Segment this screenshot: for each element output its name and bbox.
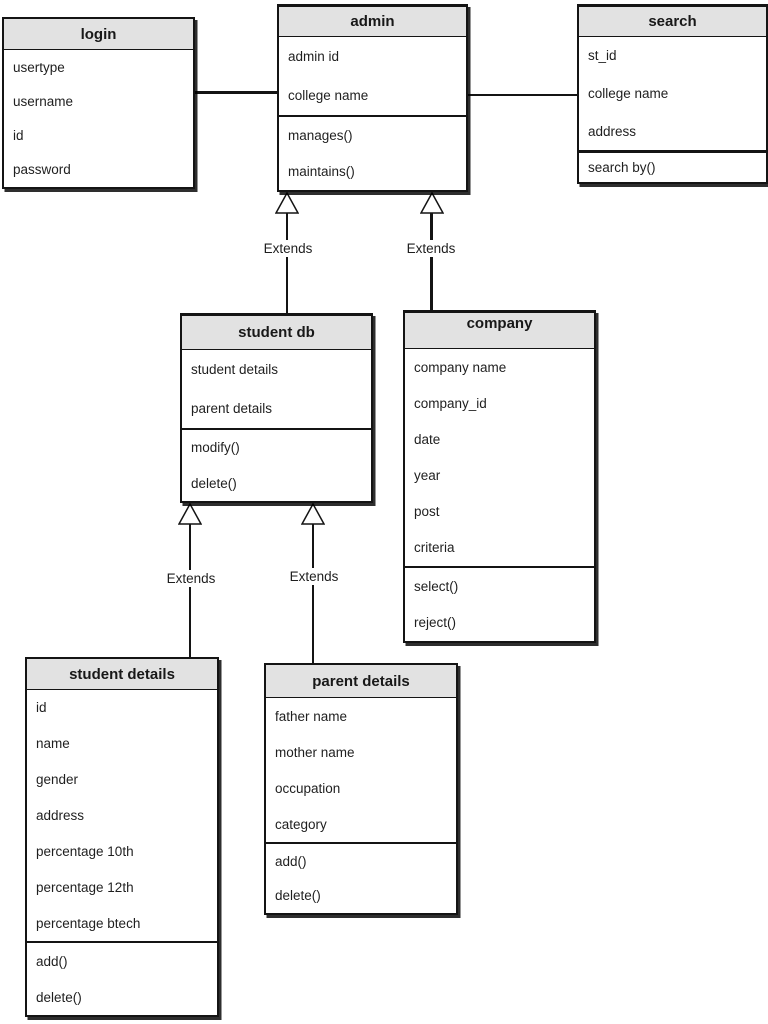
attribute-admin-id: admin id bbox=[288, 49, 340, 64]
attribute-category: category bbox=[275, 816, 327, 832]
class-title-parent-details: parent details bbox=[266, 665, 456, 698]
class-title-company: company bbox=[405, 313, 594, 349]
generalization-arrowhead-icon bbox=[420, 192, 444, 214]
attribute-password: password bbox=[13, 162, 71, 178]
attributes-section-company: company name company_id date year post c… bbox=[405, 349, 594, 566]
methods-section-student-db: modify() delete() bbox=[182, 428, 371, 501]
attribute-id: id bbox=[13, 128, 24, 144]
association-line-admin-search bbox=[467, 94, 577, 96]
extends-label: Extends bbox=[164, 570, 218, 587]
generalization-arrowhead-icon bbox=[301, 503, 325, 525]
methods-section-search: search by() bbox=[579, 150, 766, 182]
generalization-arrowhead-icon bbox=[178, 503, 202, 525]
attribute-father-name: father name bbox=[275, 708, 348, 724]
method-manages: manages() bbox=[288, 127, 353, 143]
extends-label: Extends bbox=[404, 240, 458, 257]
attribute-percentage-12th: percentage 12th bbox=[36, 879, 134, 895]
class-title-login: login bbox=[4, 19, 193, 50]
attribute-address: address bbox=[36, 808, 85, 823]
class-box-company: company company name company_id date yea… bbox=[403, 310, 596, 643]
attribute-st-id: st_id bbox=[588, 48, 617, 64]
methods-section-parent-details: add() delete() bbox=[266, 842, 456, 913]
method-add: add() bbox=[275, 853, 307, 869]
association-line-login-admin bbox=[195, 91, 278, 94]
attribute-address: address bbox=[588, 123, 637, 139]
attribute-username: username bbox=[13, 93, 74, 109]
attributes-section-search: st_id college name address bbox=[579, 37, 766, 150]
attribute-college-name: college name bbox=[288, 88, 369, 103]
class-title-student-details: student details bbox=[27, 659, 217, 690]
method-select: select() bbox=[414, 578, 459, 594]
attribute-student-details: student details bbox=[191, 362, 279, 377]
attributes-section-login: usertype username id password bbox=[4, 50, 193, 187]
method-delete: delete() bbox=[191, 475, 237, 491]
attribute-gender: gender bbox=[36, 772, 79, 788]
attribute-date: date bbox=[414, 431, 441, 447]
class-title-search: search bbox=[579, 7, 766, 37]
method-modify: modify() bbox=[191, 440, 240, 456]
attributes-section-student-db: student details parent details bbox=[182, 350, 371, 428]
attributes-section-parent-details: father name mother name occupation categ… bbox=[266, 698, 456, 842]
attribute-id: id bbox=[36, 700, 47, 716]
method-delete: delete() bbox=[275, 888, 321, 904]
class-title-admin: admin bbox=[279, 7, 466, 37]
class-box-student-db: student db student details parent detail… bbox=[180, 313, 373, 503]
class-box-student-details: student details id name gender address p… bbox=[25, 657, 219, 1017]
methods-section-admin: manages() maintains() bbox=[279, 115, 466, 190]
methods-section-company: select() reject() bbox=[405, 566, 594, 641]
attribute-parent-details: parent details bbox=[191, 401, 273, 416]
attributes-section-admin: admin id college name bbox=[279, 37, 466, 115]
attribute-usertype: usertype bbox=[13, 59, 65, 75]
class-box-login: login usertype username id password bbox=[2, 17, 195, 189]
generalization-line-studentdetails-studentdb bbox=[189, 524, 191, 657]
attribute-mother-name: mother name bbox=[275, 744, 355, 760]
attribute-college-name: college name bbox=[588, 86, 669, 101]
attribute-company-id: company_id bbox=[414, 395, 487, 411]
attribute-criteria: criteria bbox=[414, 540, 455, 556]
method-reject: reject() bbox=[414, 615, 457, 631]
attribute-post: post bbox=[414, 504, 440, 520]
attribute-year: year bbox=[414, 468, 441, 484]
attribute-name: name bbox=[36, 736, 70, 752]
attribute-percentage-btech: percentage btech bbox=[36, 915, 141, 931]
class-title-student-db: student db bbox=[182, 316, 371, 350]
method-delete: delete() bbox=[36, 989, 82, 1005]
generalization-arrowhead-icon bbox=[275, 192, 299, 214]
extends-label: Extends bbox=[261, 240, 315, 257]
class-box-parent-details: parent details father name mother name o… bbox=[264, 663, 458, 915]
methods-section-student-details: add() delete() bbox=[27, 941, 217, 1015]
generalization-line-parentdetails-studentdb bbox=[312, 524, 314, 663]
method-add: add() bbox=[36, 953, 68, 969]
method-maintains: maintains() bbox=[288, 164, 355, 180]
generalization-line-company-admin bbox=[430, 213, 433, 310]
extends-label: Extends bbox=[287, 568, 341, 585]
class-box-admin: admin admin id college name manages() ma… bbox=[277, 4, 468, 192]
method-search-by: search by() bbox=[588, 160, 656, 175]
class-box-search: search st_id college name address search… bbox=[577, 4, 768, 184]
attributes-section-student-details: id name gender address percentage 10th p… bbox=[27, 690, 217, 941]
attribute-percentage-10th: percentage 10th bbox=[36, 843, 134, 859]
attribute-company-name: company name bbox=[414, 359, 507, 375]
generalization-line-studentdb-admin bbox=[286, 213, 288, 313]
attribute-occupation: occupation bbox=[275, 780, 341, 796]
